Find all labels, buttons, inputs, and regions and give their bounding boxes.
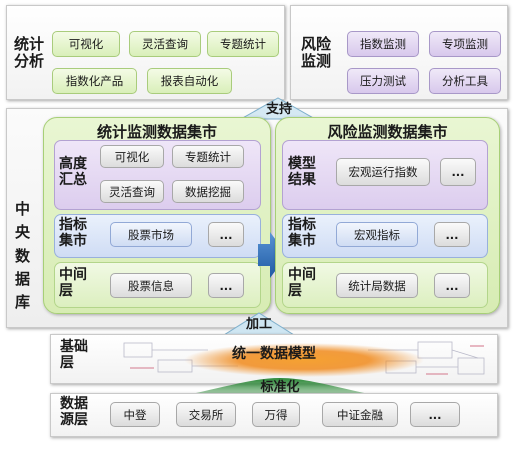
mart-topic-stats[interactable]: 专题统计 [172,145,244,168]
app-analysis-tools[interactable]: 分析工具 [429,68,501,94]
risk-monitor-label: 风险 监测 [301,35,332,71]
support-arrow-up [241,97,315,120]
stat-analysis-panel: 统计 分析 可视化 灵活查询 专题统计 指数化产品 报表自动化 [6,5,285,100]
stat-mart-title: 统计监测数据集市 [96,123,217,141]
central-database-label: 中 央 数 据 库 [15,200,31,311]
stat-stock-market[interactable]: 股票市场 [110,222,192,247]
app-visualization[interactable]: 可视化 [52,31,120,57]
risk-bureau-data[interactable]: 统计局数据 [336,273,418,298]
source-chinaclear[interactable]: 中登 [110,402,160,427]
unified-data-model-label: 统一数据模型 [232,346,316,362]
stat-indicator-label: 指标 集市 [59,217,87,250]
stat-stock-info[interactable]: 股票信息 [110,273,192,298]
risk-monitor-panel: 风险 监测 指数监测 专项监测 压力测试 分析工具 [290,5,508,100]
source-exchange[interactable]: 交易所 [176,402,236,427]
risk-macro-indicator[interactable]: 宏观指标 [336,222,418,247]
support-label: 支持 [265,102,292,117]
source-more[interactable]: ... [410,402,460,427]
data-model-diagram [123,341,485,377]
mart-data-mining[interactable]: 数据挖掘 [172,180,244,203]
stat-indicator-more[interactable]: ... [208,222,244,247]
app-topic-stats[interactable]: 专题统计 [207,31,279,57]
mart-connector-arrow [258,232,287,278]
app-flexible-query[interactable]: 灵活查询 [129,31,201,57]
app-index-monitoring[interactable]: 指数监测 [347,31,419,57]
mart-visualization[interactable]: 可视化 [100,145,164,168]
process-label: 加工 [245,317,272,332]
risk-mart-title: 风险监测数据集市 [327,123,448,141]
app-report-automation[interactable]: 报表自动化 [147,68,232,94]
stat-middle-more[interactable]: ... [208,273,244,298]
high-summary-label: 高度 汇总 [59,156,87,189]
mart-flexible-query[interactable]: 灵活查询 [100,180,164,203]
source-layer-label: 数据 源层 [60,396,88,429]
app-special-monitoring[interactable]: 专项监测 [429,31,501,57]
standardize-label: 标准化 [260,380,300,395]
stat-middle-label: 中间 层 [59,267,87,300]
risk-indicator-more[interactable]: ... [434,222,470,247]
risk-indicator-label: 指标 集市 [288,217,316,250]
app-stress-test[interactable]: 压力测试 [347,68,419,94]
risk-model-more[interactable]: ... [440,158,476,186]
source-csf[interactable]: 中证金融 [322,402,398,427]
risk-middle-label: 中间 层 [288,267,316,300]
stat-analysis-label: 统计 分析 [14,35,45,71]
risk-middle-more[interactable]: ... [434,273,470,298]
model-result-label: 模型 结果 [288,156,316,189]
source-wind[interactable]: 万得 [252,402,300,427]
base-layer-label: 基础 层 [60,339,88,372]
risk-macro-index[interactable]: 宏观运行指数 [336,158,430,186]
app-index-products[interactable]: 指数化产品 [52,68,137,94]
